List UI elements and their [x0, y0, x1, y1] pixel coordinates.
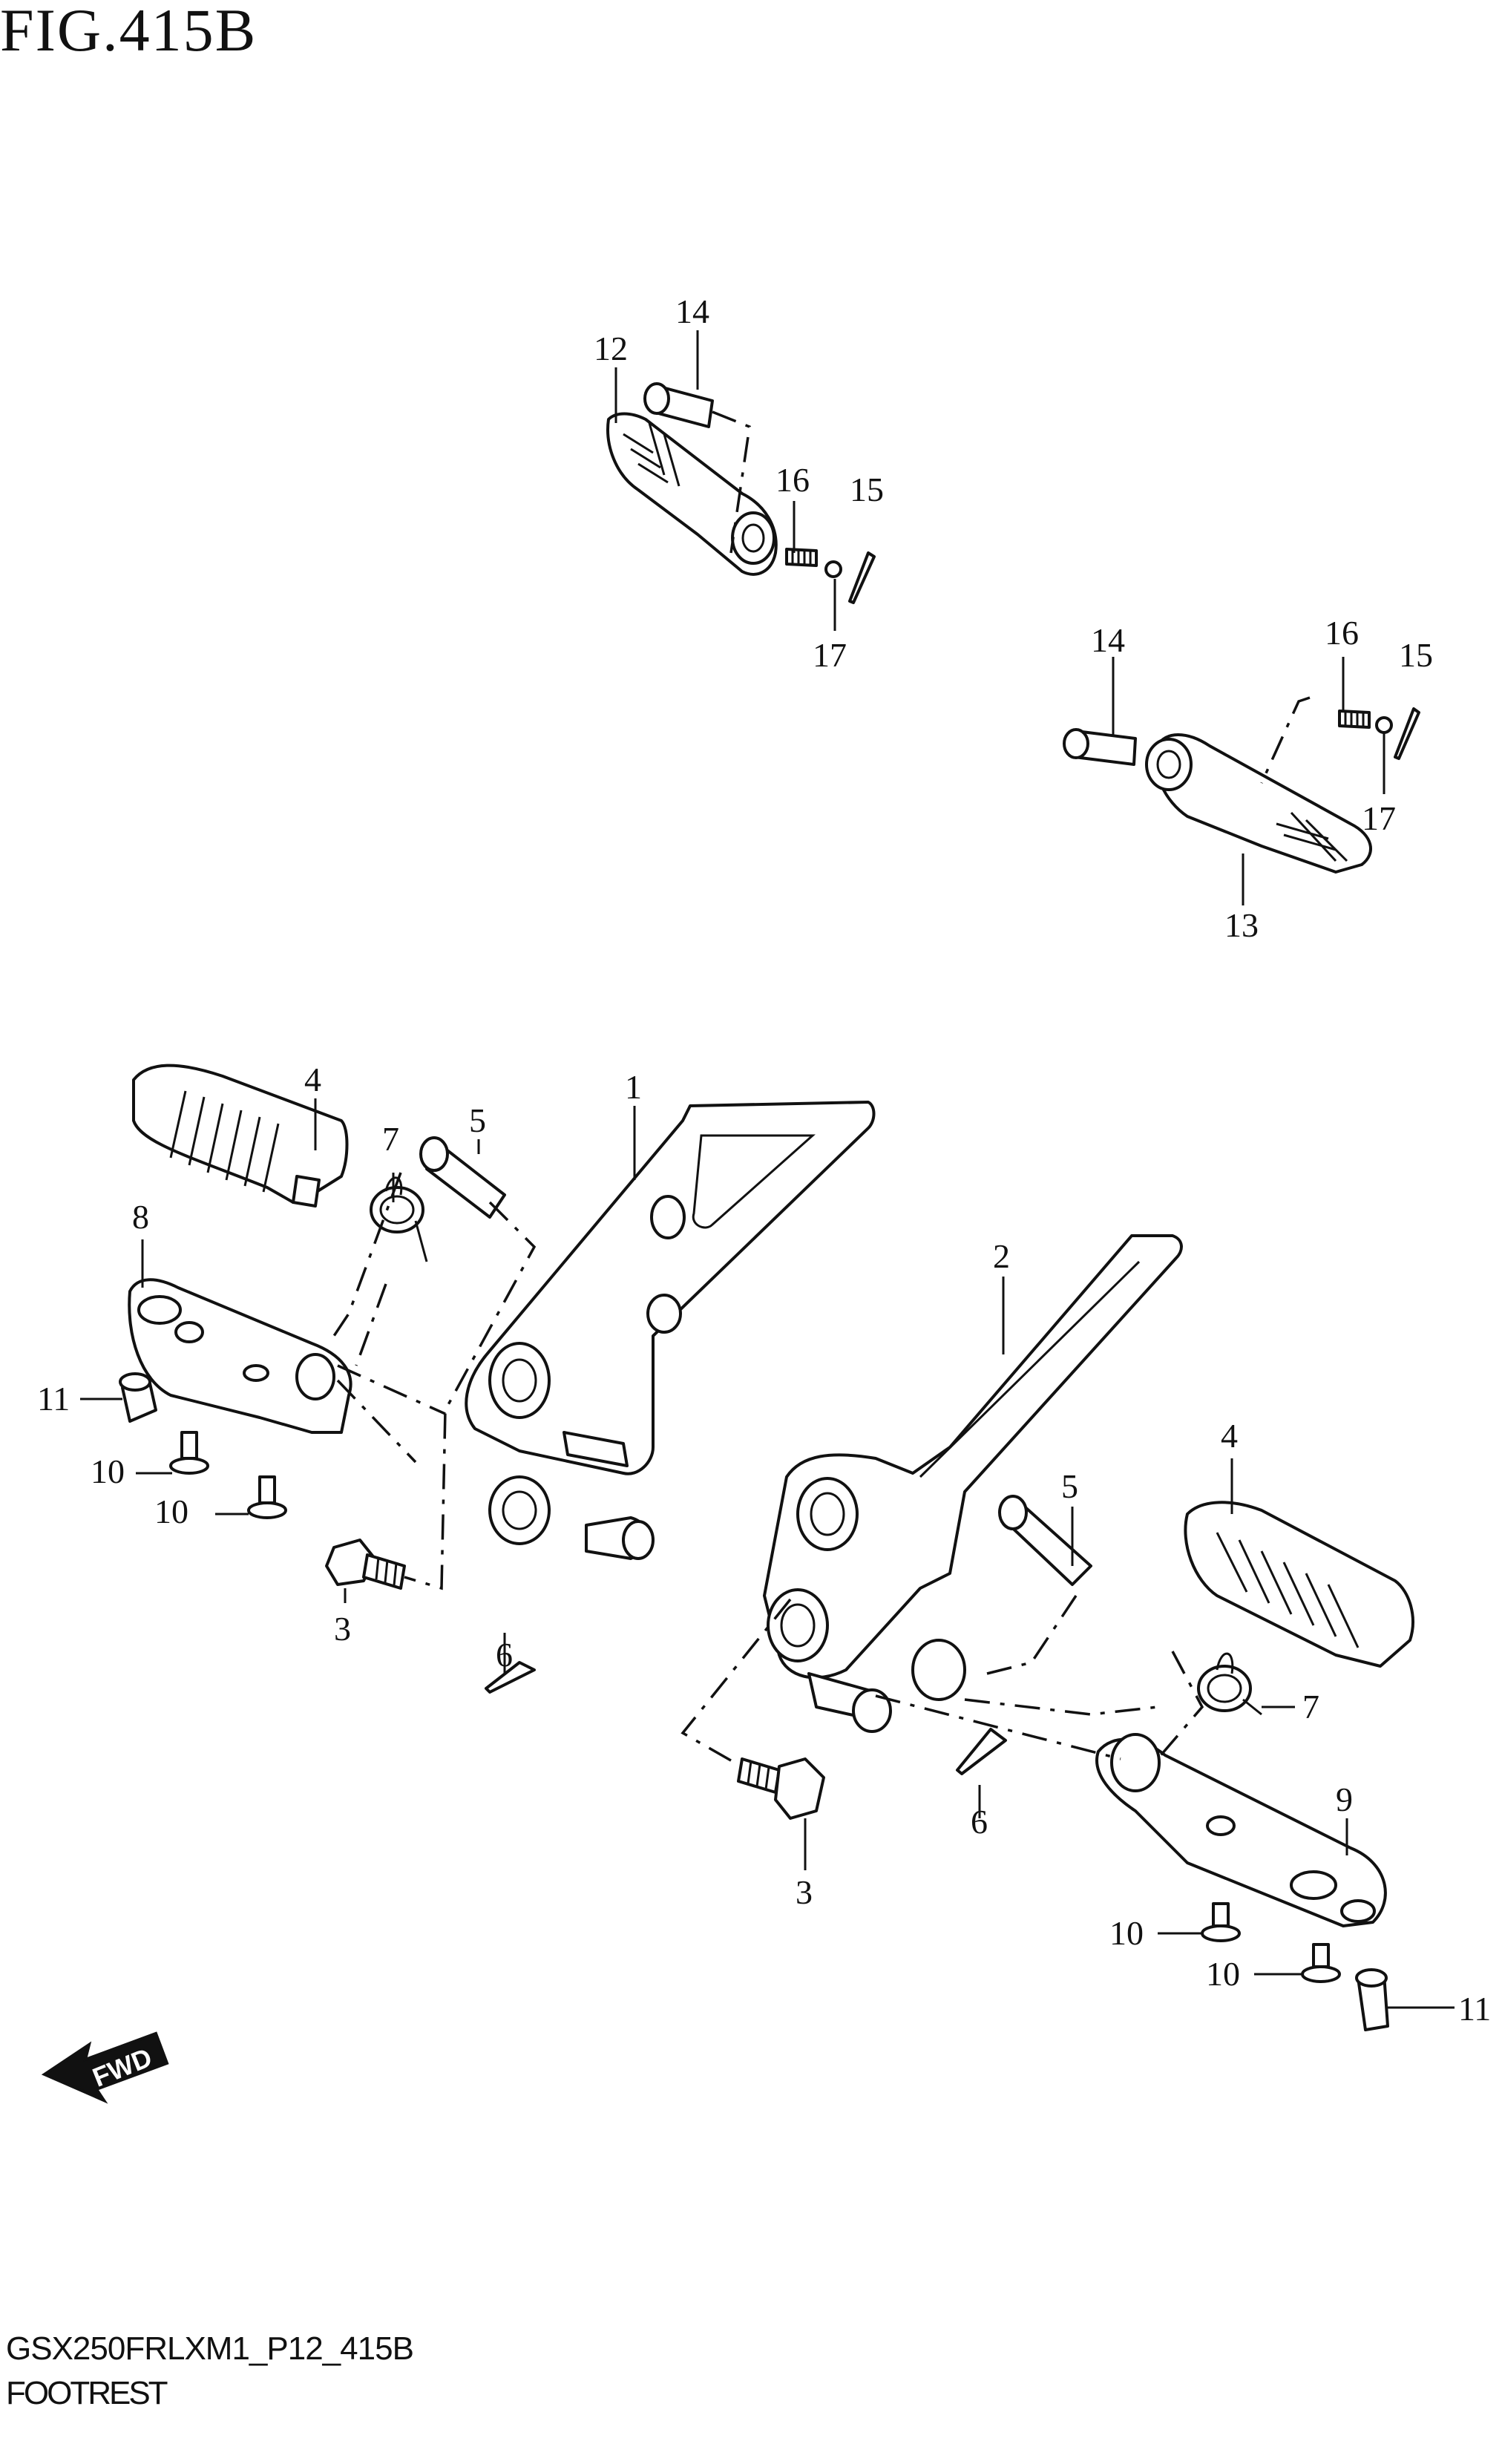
footrest-rubber-right — [1184, 1501, 1414, 1668]
figure-title: FIG.415B — [0, 0, 258, 64]
callout-16-right: 16 — [1325, 614, 1359, 652]
washer-17-right — [1375, 716, 1393, 734]
cotter-pin-15-right — [1394, 707, 1420, 760]
callout-10-left-a: 10 — [91, 1452, 125, 1490]
callout-14-right: 14 — [1091, 621, 1125, 659]
cotter-pin-6-left — [485, 1661, 536, 1694]
section-name: FOOTREST — [6, 2375, 168, 2411]
screw-10-right-a — [1201, 1902, 1241, 1942]
callout-5-left: 5 — [469, 1101, 486, 1139]
callout-3-right: 3 — [796, 1873, 813, 1911]
bolt-16-top — [785, 548, 818, 567]
callout-11-left: 11 — [37, 1380, 70, 1418]
callout-4-left: 4 — [304, 1061, 321, 1098]
model-code: GSX250FRLXM1_P12_415B — [6, 2330, 414, 2367]
cotter-pin-15-top — [848, 551, 876, 604]
fwd-arrow-icon: FWD — [41, 2031, 169, 2104]
callout-3-left: 3 — [334, 1610, 351, 1648]
bolt-11-left — [119, 1372, 157, 1423]
footrest-bracket-1 — [465, 1101, 876, 1560]
callout-11-right: 11 — [1458, 1990, 1491, 2028]
footrest-rubber-left — [132, 1064, 349, 1208]
callout-12: 12 — [594, 330, 628, 367]
footrest-bracket-9-right — [1095, 1733, 1387, 1927]
callout-6-right: 6 — [971, 1803, 988, 1841]
pin-5-left — [419, 1136, 506, 1219]
passenger-footrest-right — [1145, 733, 1372, 874]
screw-10-right-b — [1301, 1943, 1341, 1983]
washer-17-top — [824, 560, 842, 578]
pin-5-right — [998, 1495, 1092, 1586]
bolt-3-left — [325, 1539, 406, 1590]
callout-7-left: 7 — [382, 1120, 399, 1158]
screw-10-left-a — [169, 1431, 209, 1475]
callout-7-right: 7 — [1302, 1688, 1319, 1726]
callout-2: 2 — [993, 1237, 1010, 1275]
callout-6-left: 6 — [496, 1636, 513, 1674]
callout-10-right-a: 10 — [1109, 1914, 1144, 1952]
bolt-11-right — [1355, 1968, 1389, 2031]
pin-14-top — [643, 382, 714, 428]
callout-17-right: 17 — [1362, 799, 1396, 837]
callout-16-top: 16 — [775, 461, 810, 499]
passenger-footrest-left — [606, 412, 778, 576]
callout-10-left-b: 10 — [154, 1493, 188, 1530]
callout-10-right-b: 10 — [1206, 1955, 1240, 1993]
spring-7-right — [1197, 1652, 1262, 1716]
callout-5-right: 5 — [1061, 1467, 1078, 1505]
callout-9: 9 — [1336, 1780, 1353, 1818]
callout-15-right: 15 — [1399, 636, 1433, 674]
spring-7-left — [370, 1176, 428, 1262]
callout-15-top: 15 — [850, 471, 884, 508]
callout-14-top: 14 — [675, 292, 709, 330]
footrest-bracket-2 — [763, 1234, 1183, 1733]
screw-10-left-b — [247, 1475, 287, 1519]
cotter-pin-6-right — [956, 1728, 1007, 1775]
footrest-bracket-8-left — [128, 1278, 352, 1434]
callout-17-top: 17 — [813, 636, 847, 674]
pin-14-right — [1063, 728, 1137, 766]
callout-1: 1 — [625, 1068, 642, 1106]
callout-13: 13 — [1224, 906, 1259, 944]
bolt-16-right — [1338, 710, 1371, 729]
callout-8: 8 — [132, 1198, 149, 1236]
callout-4-right: 4 — [1221, 1417, 1238, 1455]
bolt-3-right — [737, 1757, 825, 1820]
